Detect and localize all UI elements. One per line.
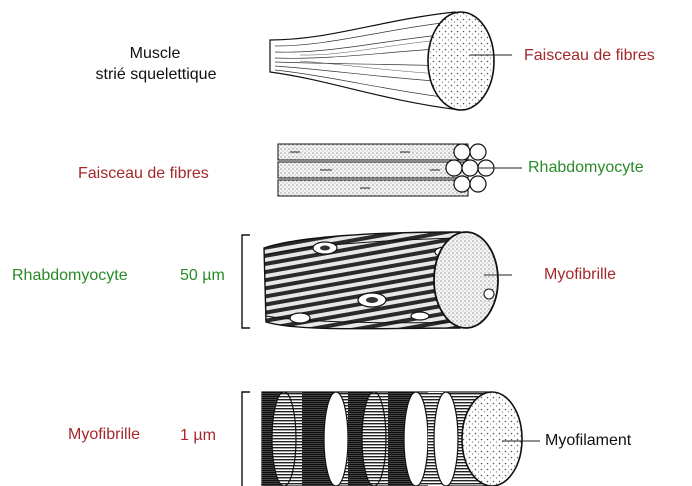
muscle-fiber-drawing: [264, 232, 498, 329]
scale-bracket-1um: [242, 392, 250, 486]
faisceau-label-right: Faisceau de fibres: [524, 48, 655, 64]
faisceau-label-left: Faisceau de fibres: [78, 166, 209, 182]
rhabdomyocyte-label-right: Rhabdomyocyte: [528, 160, 644, 176]
rhabdomyocyte-label-left: Rhabdomyocyte: [12, 268, 128, 284]
scale-label-50um: 50 µm: [180, 268, 225, 284]
myofibrille-label-right: Myofibrille: [544, 267, 616, 283]
whole-muscle-drawing: [270, 12, 494, 110]
myofibrille-label-left: Myofibrille: [68, 427, 140, 443]
myofilament-label: Myofilament: [545, 433, 631, 449]
myofibril-drawing: [262, 392, 522, 486]
muscle-label-line1: Muscle: [80, 46, 230, 62]
scale-label-1um: 1 µm: [180, 428, 216, 444]
muscle-label-line2: strié squelettique: [70, 67, 242, 83]
scale-bracket-50um: [242, 235, 250, 328]
fiber-bundle-drawing: [278, 144, 494, 196]
